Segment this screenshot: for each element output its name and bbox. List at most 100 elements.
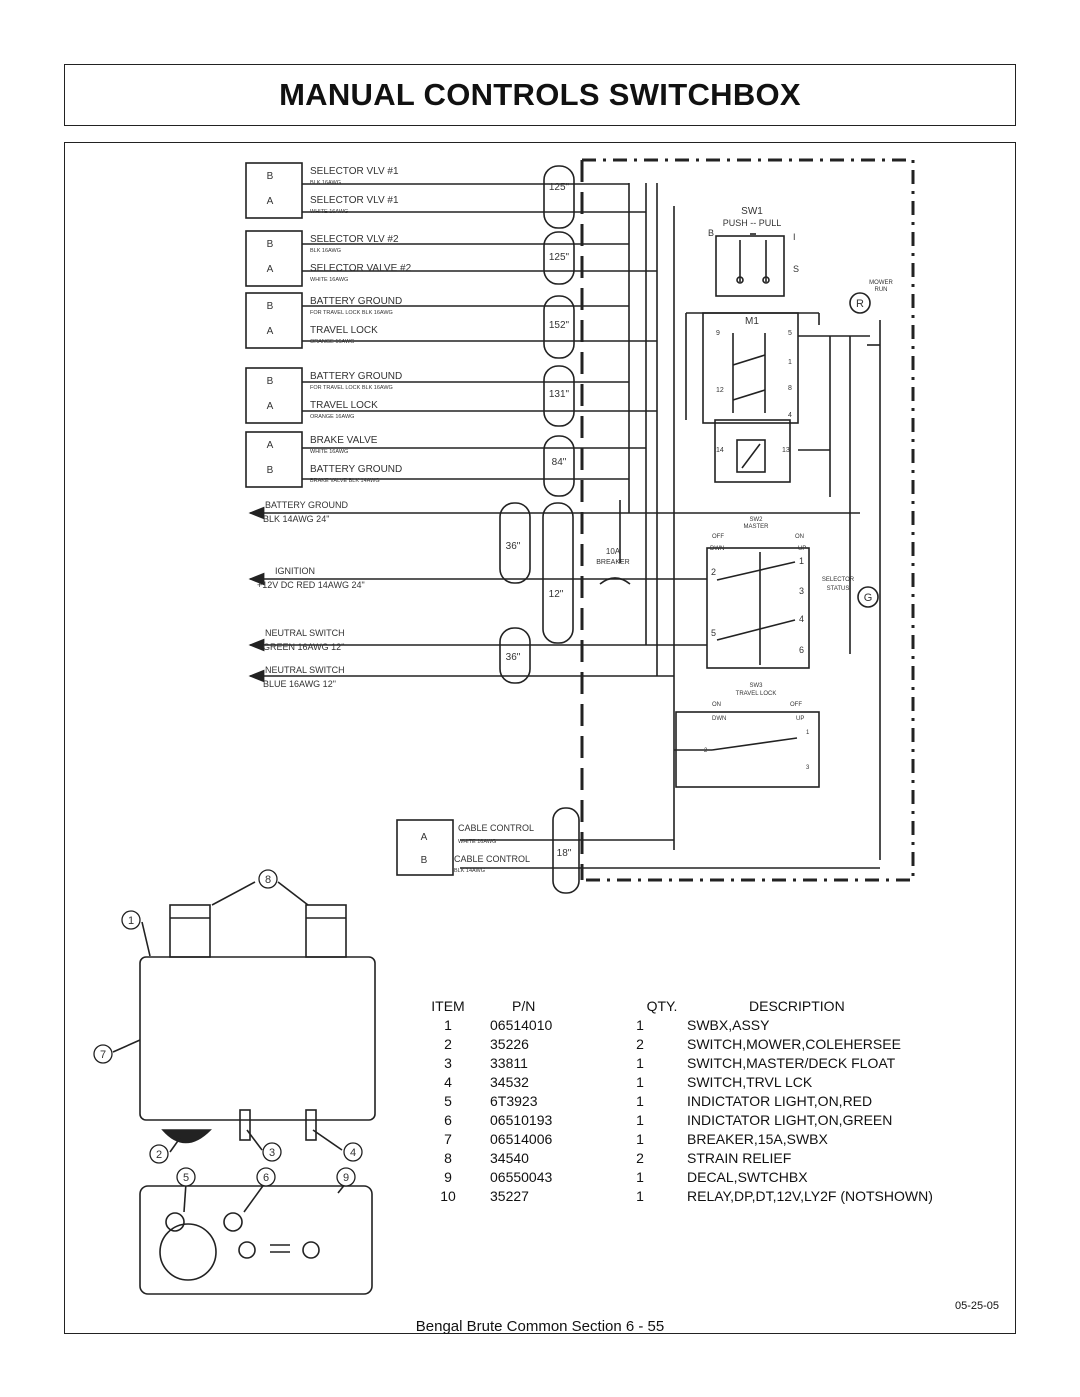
cable-length: 84" xyxy=(552,457,567,468)
lead-label: IGNITION xyxy=(275,566,315,576)
item-number: 3 xyxy=(444,1054,452,1071)
part-number: 34532 xyxy=(490,1073,529,1090)
revision-date: 05-25-05 xyxy=(955,1300,1000,1312)
sw3-off: OFF xyxy=(790,702,802,708)
switchbox-panel xyxy=(139,1185,373,1295)
col-pn: P/N xyxy=(512,997,536,1014)
quantity: 1 xyxy=(636,1168,644,1185)
sw2-pin: 1 xyxy=(799,556,804,566)
wire-spec: ORANGE 16AWG xyxy=(310,414,354,420)
breaker-label: BREAKER xyxy=(596,559,629,566)
part-number: 06510193 xyxy=(490,1111,553,1128)
part-number: 35227 xyxy=(490,1187,529,1204)
pin-label: A xyxy=(421,832,428,843)
pin-label: B xyxy=(267,171,274,182)
wire-spec: WHITE 16AWG xyxy=(458,839,496,845)
callout-circle xyxy=(262,1142,282,1162)
pin-label: A xyxy=(267,264,274,275)
sw3-on: ON xyxy=(712,702,721,708)
pin-label: B xyxy=(267,465,274,476)
callout-circle xyxy=(121,910,141,930)
pin-label: B xyxy=(267,376,274,387)
relay-pin: 14 xyxy=(716,447,724,454)
sw2-pin: 3 xyxy=(799,586,804,596)
wire-spec: FOR TRAVEL LOCK BLK 16AWG xyxy=(310,310,393,316)
table-row: 4 34532 1 SWITCH,TRVL LCK xyxy=(420,1072,980,1091)
enclosure-outline xyxy=(582,158,915,882)
callout-circle xyxy=(149,1144,169,1164)
wire-spec: BRAKE VALVE BLK 14AWG xyxy=(310,478,380,484)
sw2-dwn: DWN xyxy=(710,546,724,552)
item-number: 4 xyxy=(444,1073,452,1090)
description: SWITCH,TRVL LCK xyxy=(687,1073,813,1090)
relay-pin: 8 xyxy=(788,385,792,392)
wire-label: SELECTOR VLV #1 xyxy=(310,195,399,206)
connector-plug xyxy=(245,230,303,287)
quantity: 1 xyxy=(636,1073,644,1090)
quantity: 1 xyxy=(636,1016,644,1033)
col-description: DESCRIPTION xyxy=(749,997,845,1014)
selector-status-lamp xyxy=(857,586,879,608)
wire-label: BATTERY GROUND xyxy=(310,296,402,307)
sw2-box xyxy=(706,547,810,669)
callout-number: 5 xyxy=(183,1172,189,1184)
relay-pin: 4 xyxy=(788,412,792,419)
wire-spec: FOR TRAVEL LOCK BLK 16AWG xyxy=(310,385,393,391)
lead-spec: BLK 14AWG 24" xyxy=(263,514,329,524)
callout-circle xyxy=(93,1044,113,1064)
lead-spec: BLUE 16AWG 12" xyxy=(263,679,336,689)
wire-label: SELECTOR VLV #2 xyxy=(310,234,399,245)
description: SWBX,ASSY xyxy=(687,1016,770,1033)
relay-label: M1 xyxy=(745,316,759,327)
description: STRAIN RELIEF xyxy=(687,1149,792,1166)
sw2-label: SW2 xyxy=(749,517,763,523)
col-item: ITEM xyxy=(431,997,465,1014)
lead-spec: +12V DC RED 14AWG 24" xyxy=(257,580,365,590)
sw3-dwn: DWN xyxy=(712,716,726,722)
callout-number: 7 xyxy=(100,1049,106,1061)
wire-label: BRAKE VALVE xyxy=(310,435,378,446)
callout-circle xyxy=(176,1167,196,1187)
lamp-letter: G xyxy=(864,592,873,604)
lamp-letter: R xyxy=(856,298,864,310)
mower-run-label: MOWER xyxy=(869,280,893,286)
switchbox-body xyxy=(139,956,376,1121)
cable-length: 12" xyxy=(549,589,564,600)
sw3-pin: 2 xyxy=(704,748,708,754)
relay-pin: 1 xyxy=(788,359,792,366)
selector-status-label: SELECTOR xyxy=(822,577,855,583)
sw2-pin: 2 xyxy=(711,567,716,577)
description: SWITCH,MASTER/DECK FLOAT xyxy=(687,1054,896,1071)
item-number: 5 xyxy=(444,1092,452,1109)
lead-label: BATTERY GROUND xyxy=(265,500,349,510)
parts-table-header: ITEM P/N QTY. DESCRIPTION xyxy=(420,996,980,1015)
item-number: 2 xyxy=(444,1035,452,1052)
sw1-pin: B xyxy=(708,228,714,238)
mower-run-lamp xyxy=(849,292,871,314)
sw3-pin: 3 xyxy=(806,765,810,771)
page-footer: Bengal Brute Common Section 6 - 55 xyxy=(415,1318,665,1335)
part-number: 33811 xyxy=(490,1054,528,1071)
quantity: 1 xyxy=(636,1111,644,1128)
wire-spec: BLK 16AWG xyxy=(310,248,341,254)
sw1-label: SW1 xyxy=(741,206,763,217)
quantity: 1 xyxy=(636,1187,644,1204)
wire-spec: BLK 14AWG xyxy=(454,868,485,874)
mower-run-label: RUN xyxy=(875,287,888,293)
sw1-box xyxy=(715,235,785,297)
wire-label: CABLE CONTROL xyxy=(454,854,530,864)
quantity: 1 xyxy=(636,1130,644,1147)
sw3-label: SW3 xyxy=(749,683,763,689)
connector-plug xyxy=(245,431,303,488)
wire-label: TRAVEL LOCK xyxy=(310,400,378,411)
item-number: 7 xyxy=(444,1130,452,1147)
lead-label: NEUTRAL SWITCH xyxy=(265,665,345,675)
wire-label: SELECTOR VALVE #2 xyxy=(310,263,412,274)
sw1-pin: I xyxy=(793,232,796,242)
breaker-rating: 10A xyxy=(606,547,621,556)
wire-spec: ORANGE 16AWG xyxy=(310,339,354,345)
cable-length: 125" xyxy=(549,252,570,263)
